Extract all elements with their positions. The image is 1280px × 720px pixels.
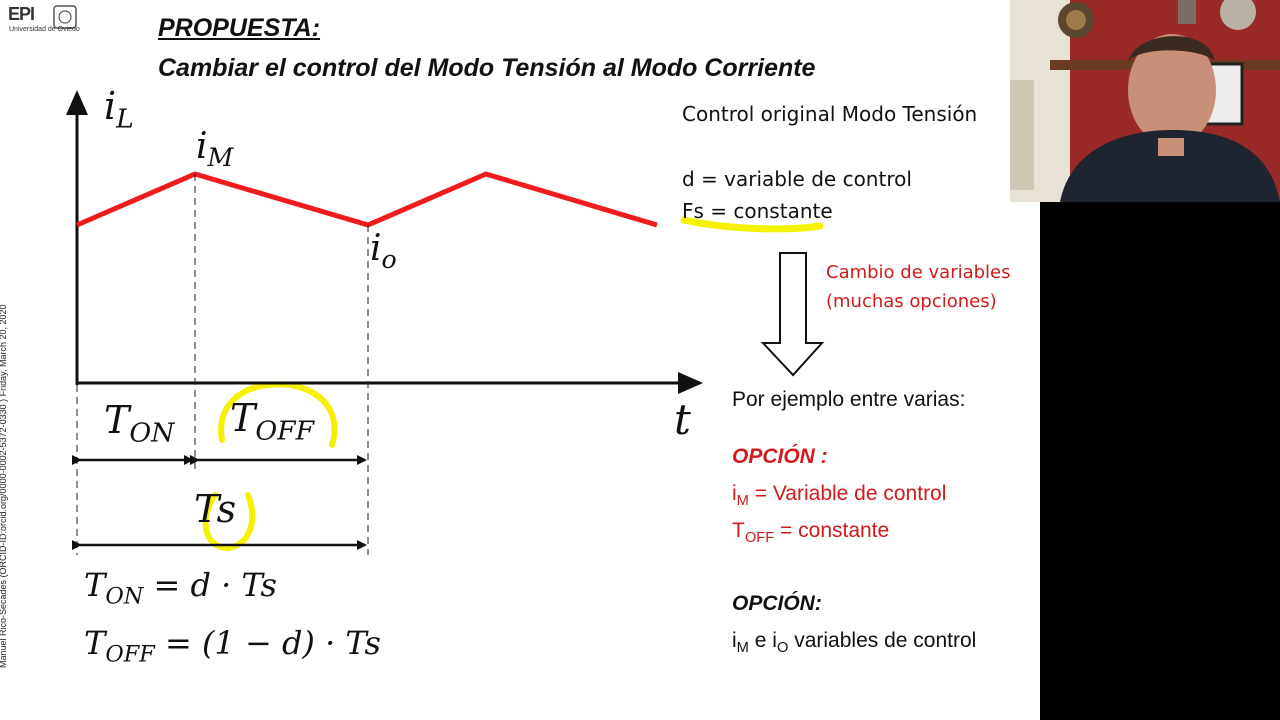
option2-line: iM e iO variables de control <box>732 629 977 657</box>
x-axis-label: t <box>674 395 691 444</box>
title-proposal: PROPUESTA: <box>158 14 321 42</box>
highlight-toff <box>218 381 338 448</box>
y-axis-arrow <box>66 90 88 115</box>
fs-constant-text: Fs = constante <box>682 199 833 223</box>
title-subtitle: Cambiar el control del Modo Tensión al M… <box>158 54 816 82</box>
waveform-diagram <box>66 90 825 555</box>
peak-label: iM <box>196 126 234 173</box>
university-logo: EPI Universidad de Oviedo <box>4 2 84 36</box>
equation-toff: TOFF = (1 − d) · Ts <box>84 624 381 668</box>
ton-label: TON <box>104 398 175 449</box>
example-text: Por ejemplo entre varias: <box>732 388 966 411</box>
option2-title: OPCIÓN: <box>732 592 822 615</box>
option1-title: OPCIÓN : <box>732 445 828 468</box>
down-arrow-icon <box>760 252 825 377</box>
ts-label: Ts <box>194 487 237 531</box>
change-variables-line1: Cambio de variables <box>826 262 1011 283</box>
presenter-video-icon <box>1010 0 1280 202</box>
slide-canvas: EPI Universidad de Oviedo PROPUESTA: Cam… <box>0 2 1011 668</box>
option1-line2: TOFF = constante <box>732 519 890 547</box>
inductor-current-waveform <box>76 171 658 228</box>
toff-label: TOFF <box>230 396 315 447</box>
y-axis-label: iL <box>104 84 134 135</box>
crest-icon <box>53 5 77 29</box>
equation-ton: TON = d · Ts <box>84 566 277 610</box>
logo-text: EPI <box>8 4 35 24</box>
option1-line1: iM = Variable de control <box>732 482 947 510</box>
x-axis-arrow <box>678 372 703 394</box>
logo-subtitle: Universidad de Oviedo <box>9 26 80 33</box>
presenter-webcam <box>1010 0 1280 202</box>
d-variable-text: d = variable de control <box>682 167 912 191</box>
highlight-fs <box>680 216 824 233</box>
valley-label: io <box>370 228 397 275</box>
original-control-text: Control original Modo Tensión <box>682 102 978 126</box>
change-variables-line2: (muchas opciones) <box>826 291 997 312</box>
